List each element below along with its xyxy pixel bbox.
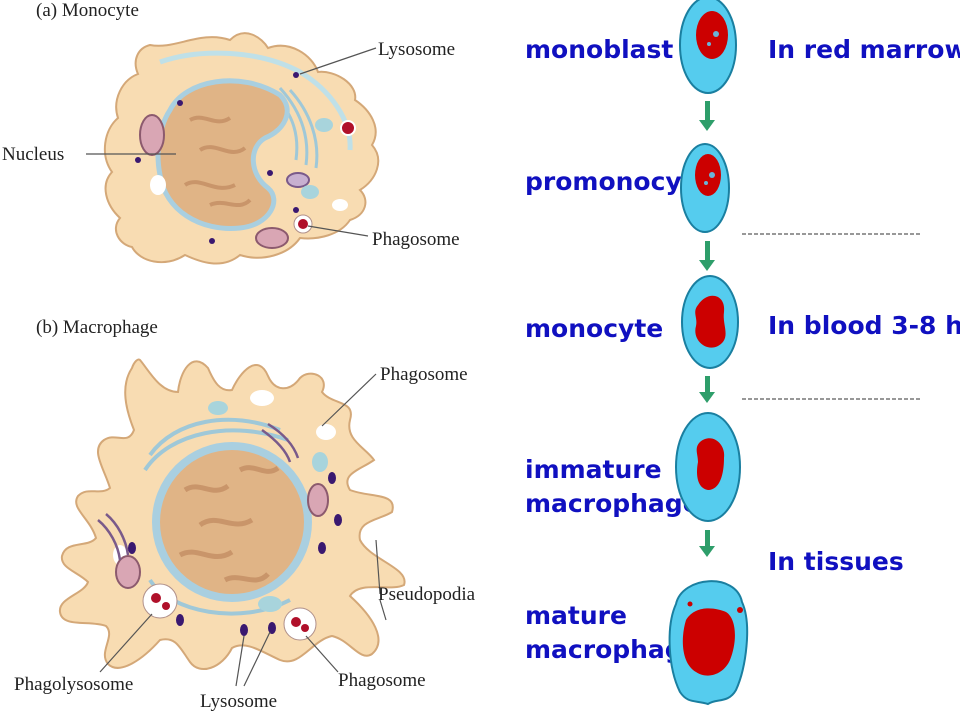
immature-macrophage-cell-icon <box>675 412 741 522</box>
macrophage-lysosome-dot <box>318 542 326 554</box>
stage-arrow-3 <box>699 376 715 403</box>
monocyte-membrane-highlight <box>159 50 353 151</box>
monocyte-lysosome-dot <box>135 157 141 163</box>
macrophage-chromatin <box>178 465 280 583</box>
monocyte-phagosome-pointer <box>307 225 369 237</box>
monocyte-lysosome-dot <box>267 170 273 176</box>
monocyte-phagosome-particle <box>298 219 308 229</box>
macrophage-phagosome-top-pointer <box>321 373 377 427</box>
stage-label-promonocyte: promonocyte <box>525 167 711 196</box>
macrophage-vesicle <box>312 452 328 472</box>
location-red-marrow: In red marrow <box>768 35 960 64</box>
macrophage-phagolysosome-particle <box>162 602 170 610</box>
macrophage-lysosome-pointer <box>235 631 271 687</box>
monocyte-lysosome-dot <box>209 238 215 244</box>
macrophage-phagolysosome-particle <box>151 593 161 603</box>
macrophage-illustration: (b) Macrophage Phagosome Pseudopodi <box>14 317 476 712</box>
stage-arrow-1 <box>699 101 715 131</box>
monocyte-chromatin <box>183 115 252 208</box>
macrophage-lysosome-dot <box>128 542 136 554</box>
location-tissues: In tissues <box>768 547 904 576</box>
macrophage-vesicle <box>258 596 282 612</box>
stage-arrow-2 <box>699 241 715 271</box>
development-sequence <box>668 0 749 706</box>
monocyte-lysosome-dot <box>293 72 299 78</box>
monocyte-nucleus-label: Nucleus <box>2 144 64 165</box>
stage-label-monocyte: monocyte <box>525 314 663 343</box>
monocyte-lysosome-pointer <box>299 47 377 75</box>
monocyte-phagosome-label: Phagosome <box>372 229 460 250</box>
macrophage-er <box>97 422 300 561</box>
stage-label-immature-macrophage: immature macrophage <box>525 455 700 518</box>
macrophage-vesicle <box>208 401 228 415</box>
stage-label-monoblast: monoblast <box>525 35 673 64</box>
macrophage-lysosome-dot <box>328 472 336 484</box>
monocyte-vesicle <box>332 199 348 211</box>
location-labels: In red marrow In blood 3-8 hours In tiss… <box>742 35 960 576</box>
macrophage-vesicle <box>316 424 336 440</box>
macrophage-lysosome-label: Lysosome <box>200 691 277 712</box>
monocyte-mitochondrion <box>255 227 289 249</box>
stage-label-immature-macrophage-line: immature <box>525 455 662 484</box>
macrophage-phagosome-particle <box>301 624 309 632</box>
monocyte-mitochondrion <box>286 172 310 188</box>
macrophage-lysosome-dot <box>268 622 276 634</box>
macrophage-caption: (b) Macrophage <box>36 317 158 338</box>
macrophage-phagosome-bottom-pointer <box>305 635 339 673</box>
macrophage-pseudopodia-label: Pseudopodia <box>378 584 476 605</box>
stage-label-mature-macrophage-line: mature <box>525 601 627 630</box>
macrophage-lysosome-dot <box>240 624 248 636</box>
monocyte-illustration: (a) Monocyte Lysosome Nucleus Phagosome <box>2 0 460 265</box>
location-blood: In blood 3-8 hours <box>768 311 960 340</box>
monocyte-cell-icon <box>681 275 739 369</box>
monocyte-vesicle <box>150 175 166 195</box>
monocyte-red-granule <box>340 120 356 136</box>
monocyte-mitochondrion <box>139 114 165 156</box>
stage-arrow-4 <box>699 530 715 557</box>
macrophage-phagosome-particle <box>291 617 301 627</box>
monocyte-vesicle <box>315 118 333 132</box>
macrophage-phagolysosome-pointer <box>99 613 153 673</box>
monoblast-cell-icon <box>679 0 737 94</box>
macrophage-mitochondrion <box>307 483 329 517</box>
monocyte-lysosome-dot <box>177 100 183 106</box>
stage-labels: monoblast promonocyte monocyte immature … <box>525 35 711 664</box>
macrophage-phagosome-bottom-label: Phagosome <box>338 670 426 691</box>
macrophage-pseudopodia-pointer <box>375 539 387 621</box>
monocyte-lysosome-label: Lysosome <box>378 39 455 60</box>
monocyte-vesicle <box>301 185 319 199</box>
macrophage-lysosome-dot <box>334 514 342 526</box>
stage-label-immature-macrophage-line-2: macrophage <box>525 489 700 518</box>
macrophage-mitochondrion <box>115 555 141 589</box>
mature-macrophage-cell-icon <box>668 580 749 706</box>
macrophage-phagolysosome-label: Phagolysosome <box>14 674 133 695</box>
promonocyte-cell-icon <box>680 143 730 233</box>
macrophage-lysosome-dot <box>176 614 184 626</box>
macrophage-vesicle <box>250 390 274 406</box>
monocyte-caption: (a) Monocyte <box>36 0 139 21</box>
monocyte-lysosome-dot <box>293 207 299 213</box>
macrophage-phagosome-top-label: Phagosome <box>380 364 468 385</box>
